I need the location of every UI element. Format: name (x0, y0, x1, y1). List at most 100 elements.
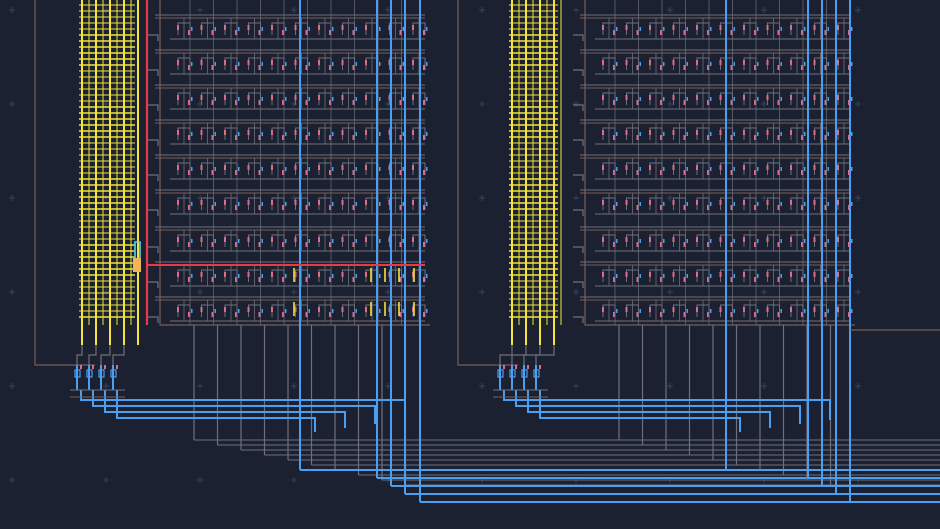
cell-pin (238, 167, 240, 171)
cell-pin (804, 167, 806, 171)
cell-pin (707, 30, 709, 35)
cell-pin (780, 239, 782, 243)
cell-pin (602, 130, 604, 135)
cell-pin (660, 277, 662, 282)
cell-pin (177, 95, 179, 100)
cell-pin (780, 202, 782, 206)
cell-pin (625, 237, 628, 242)
cell-pin (616, 239, 618, 243)
cell-pin (177, 200, 179, 205)
gate-pin (104, 365, 106, 369)
cell-pin (399, 65, 402, 70)
cell-pin (683, 312, 686, 317)
cell-pin (191, 167, 193, 171)
cell-pin (294, 307, 297, 312)
cell-pin (757, 167, 759, 171)
cell-pin (308, 274, 310, 278)
cell-pin (412, 95, 414, 100)
row-select-wire (573, 316, 584, 323)
cell-pin (188, 205, 190, 210)
cell-pin (200, 60, 203, 65)
cell-pin (426, 27, 428, 31)
cell-pin (191, 27, 193, 31)
cell-pin (355, 97, 357, 101)
cell-pin (261, 239, 263, 243)
cell-pin (636, 312, 639, 317)
frame-wire (159, 0, 430, 326)
cell-pin (663, 167, 665, 171)
cell-pin (766, 165, 769, 170)
cell-pin (402, 62, 404, 66)
cell-pin (733, 274, 735, 278)
cell-pin (423, 170, 425, 175)
cell-pin (757, 27, 759, 31)
cell-pin (813, 130, 816, 135)
cell-pin (261, 62, 263, 66)
cell-pin (743, 25, 745, 30)
cell-pin (423, 205, 425, 210)
cell-pin (224, 200, 226, 205)
cell-pin (261, 132, 263, 136)
cell-pin (235, 65, 237, 70)
cell-pin (258, 170, 261, 175)
cell-pin (402, 274, 404, 278)
cell-pin (365, 237, 367, 242)
cell-pin (188, 242, 190, 247)
cell-pin (672, 307, 675, 312)
cell-pin (365, 130, 367, 135)
cell-pin (332, 239, 334, 243)
cell-pin (305, 312, 308, 317)
cell-pin (613, 30, 615, 35)
cell-pin (660, 30, 662, 35)
address-wire (112, 345, 125, 365)
cell-pin (200, 200, 203, 205)
cell-pin (710, 239, 712, 243)
gate-pin (116, 365, 118, 369)
cell-pin (813, 307, 816, 312)
cell-pin (308, 239, 310, 243)
cell-pin (423, 65, 425, 70)
cell-pin (412, 130, 414, 135)
cell-pin (191, 132, 193, 136)
cell-pin (211, 30, 214, 35)
cell-pin (341, 95, 344, 100)
cell-pin (686, 274, 688, 278)
cell-pin (399, 135, 402, 140)
cell-pin (780, 62, 782, 66)
cell-pin (813, 237, 816, 242)
cell-pin (388, 130, 391, 135)
cell-pin (412, 272, 414, 277)
cell-pin (766, 272, 769, 277)
cell-pin (211, 135, 214, 140)
cell-pin (827, 132, 829, 136)
cell-pin (754, 205, 756, 210)
row-select-wire (573, 209, 584, 216)
address-bus (527, 390, 771, 428)
cell-pin (827, 27, 829, 31)
cell-pin (616, 132, 618, 136)
cell-pin (258, 312, 261, 317)
cell-pin (625, 60, 628, 65)
cell-pin (686, 239, 688, 243)
cell-pin (355, 62, 357, 66)
address-gate (74, 369, 81, 378)
cell-pin (271, 307, 273, 312)
cell-pin (660, 100, 662, 105)
cell-pin (329, 242, 331, 247)
cell-pin (660, 135, 662, 140)
cell-pin (801, 277, 803, 282)
cell-pin (625, 200, 628, 205)
address-bus (503, 390, 831, 420)
cell-pin (329, 312, 331, 317)
cell-pin (294, 165, 297, 170)
cell-pin (426, 274, 428, 278)
cell-pin (649, 237, 651, 242)
cell-pin (801, 242, 803, 247)
cell-pin (235, 205, 237, 210)
cell-pin (824, 170, 827, 175)
cell-pin (851, 97, 853, 101)
active-wire (134, 241, 141, 258)
cell-pin (777, 242, 780, 247)
